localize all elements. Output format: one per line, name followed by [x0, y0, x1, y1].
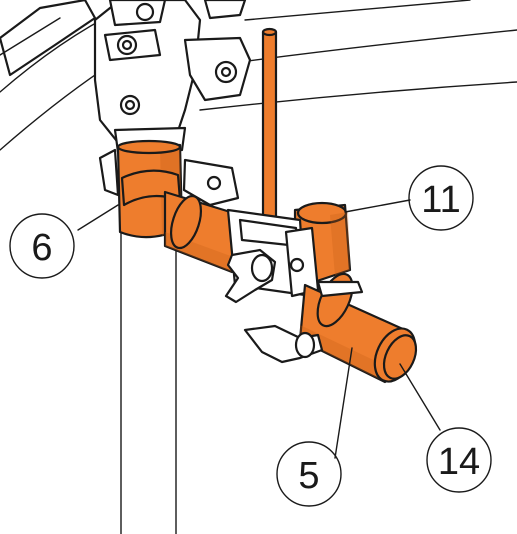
callout-6: 6	[9, 213, 75, 279]
callout-11: 11	[408, 165, 474, 231]
leader-lines	[77, 199, 441, 459]
callout-14-label: 14	[438, 441, 480, 483]
wing-knob-lower	[243, 324, 324, 364]
callout-11-label: 11	[421, 179, 460, 221]
lower-bracket	[98, 148, 240, 207]
upper-clamp-assembly	[93, 0, 252, 154]
part-14-end-cap	[373, 327, 418, 383]
part-6-horizontal-arm	[163, 190, 252, 274]
upright-post	[120, 229, 177, 534]
handlebar-tube	[0, 0, 97, 77]
vertical-rod	[261, 27, 278, 224]
callout-5: 5	[276, 441, 342, 507]
callout-6-label: 6	[31, 227, 52, 269]
wing-knob-upper	[224, 248, 277, 304]
callout-5-label: 5	[298, 455, 319, 497]
callout-14: 14	[426, 427, 492, 493]
